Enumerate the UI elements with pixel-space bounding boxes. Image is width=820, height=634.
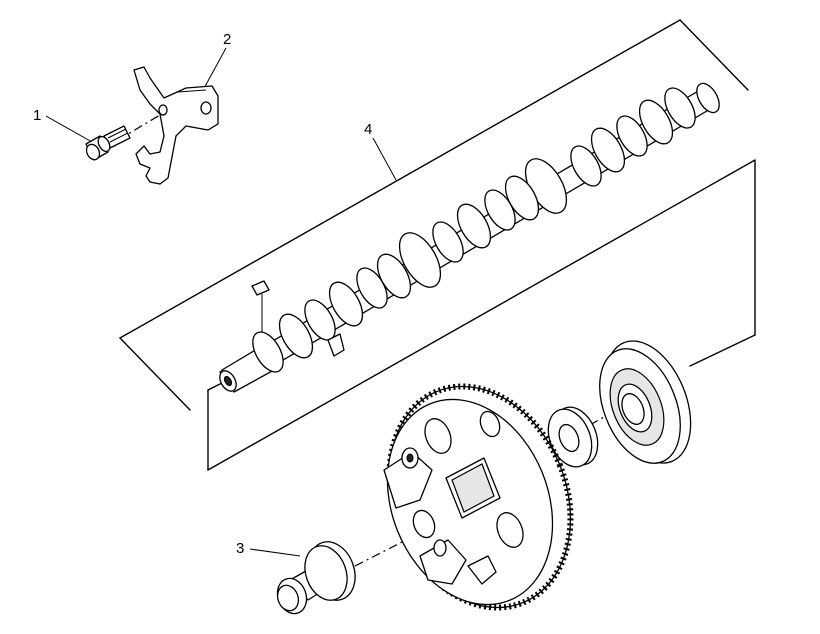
woodruff-key-icon bbox=[251, 280, 270, 336]
spacer-ring-icon bbox=[547, 406, 599, 468]
centerline-button bbox=[354, 537, 411, 567]
camshaft-icon bbox=[219, 82, 720, 393]
leader-line-1 bbox=[45, 115, 93, 143]
leader-line-3 bbox=[249, 548, 301, 557]
camshaft-journals bbox=[252, 82, 720, 373]
centerline-bolt bbox=[117, 111, 166, 141]
thrust-plate-icon bbox=[133, 66, 219, 185]
cam-gear-icon bbox=[383, 383, 574, 611]
callout-4: 4 bbox=[364, 121, 372, 138]
leader-line-2 bbox=[201, 47, 227, 93]
callout-2: 2 bbox=[223, 31, 231, 48]
bolt-icon bbox=[85, 125, 131, 161]
camshaft-bracket bbox=[119, 19, 756, 471]
leader-line-4 bbox=[372, 137, 397, 181]
callout-1: 1 bbox=[33, 107, 41, 124]
callout-3: 3 bbox=[236, 540, 244, 557]
thrust-button-icon bbox=[276, 541, 356, 615]
bearing-icon bbox=[599, 340, 692, 464]
camshaft-lobes bbox=[278, 87, 696, 359]
camshaft-boss bbox=[327, 333, 345, 357]
